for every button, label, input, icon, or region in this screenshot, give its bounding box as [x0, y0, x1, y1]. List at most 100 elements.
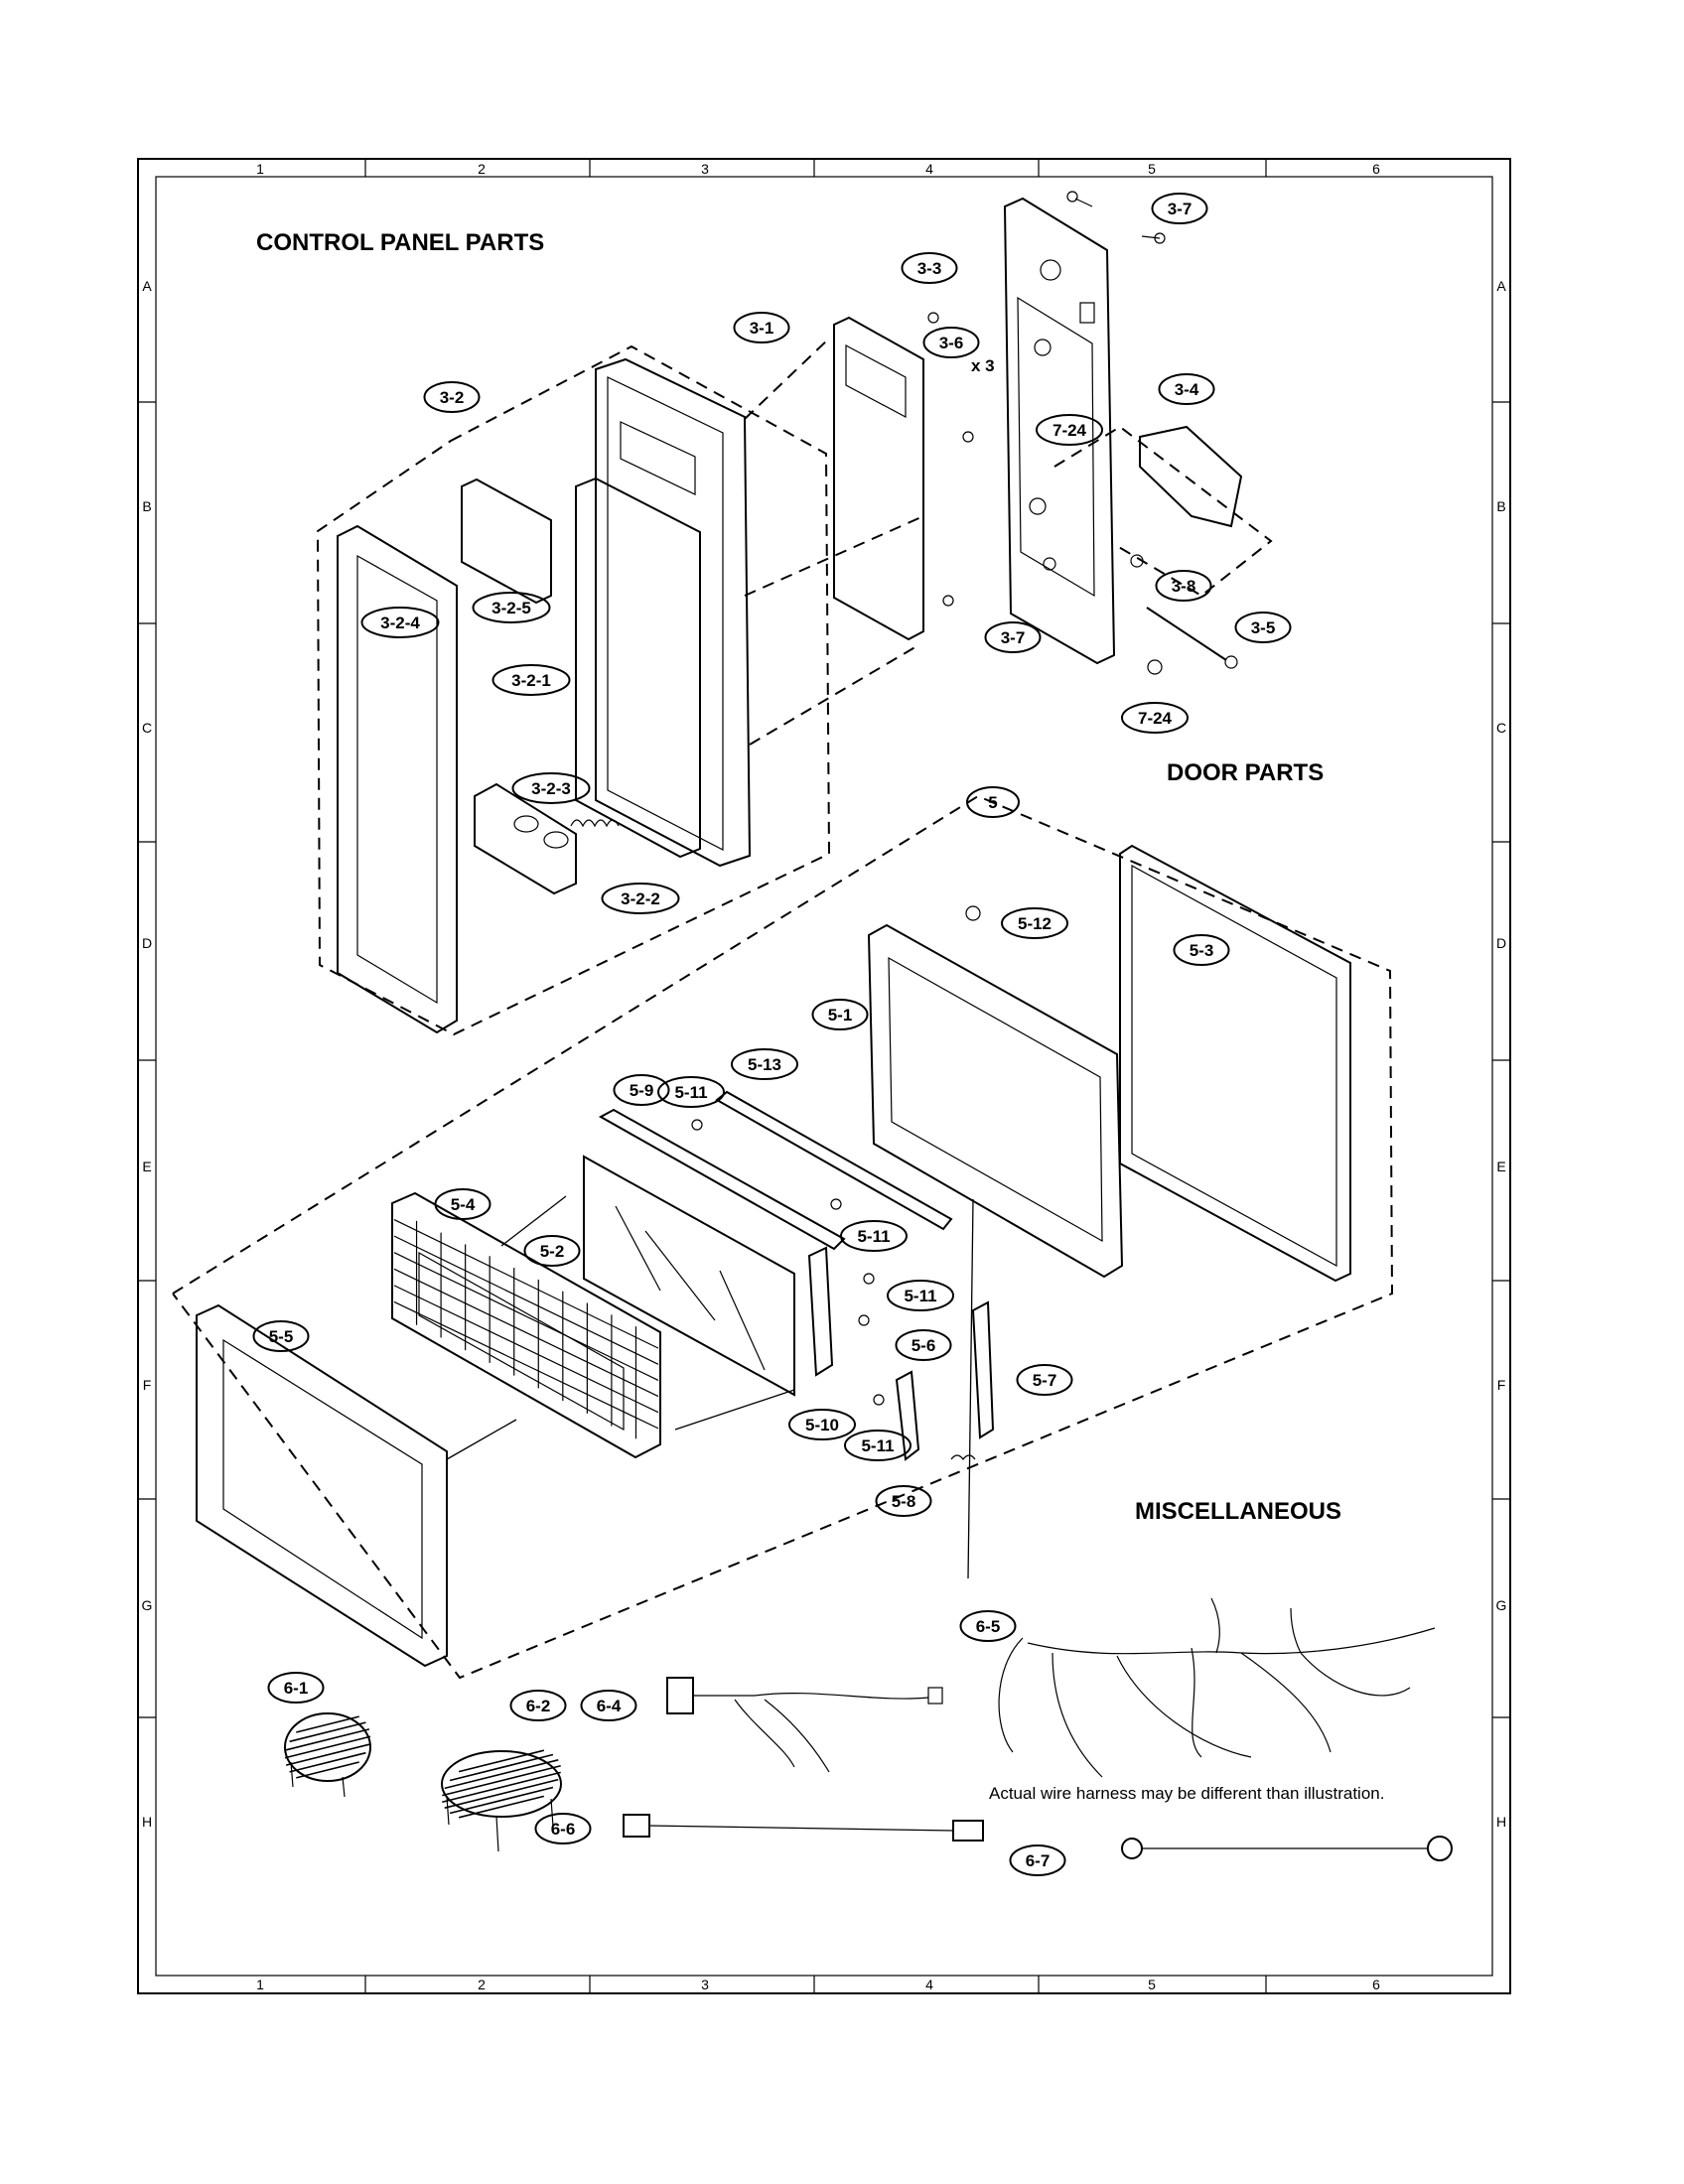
callout-3-8: 3-8	[1155, 570, 1212, 602]
callout-label-text: 3-3	[917, 259, 942, 278]
grid-row-label-right: C	[1496, 720, 1506, 736]
callout-5-11: 5-11	[840, 1220, 908, 1252]
callout-label-text: 5-3	[1190, 941, 1214, 960]
callout-label-text: 5-7	[1033, 1371, 1057, 1390]
callout-7-24: 7-24	[1121, 702, 1189, 734]
grid-col-label-bottom: 3	[701, 1977, 709, 1992]
grid-col-label-bottom: 6	[1372, 1977, 1380, 1992]
callout-label-text: 7-24	[1138, 709, 1173, 728]
screws-top	[1043, 191, 1166, 675]
callout-label-text: 6-6	[551, 1820, 576, 1839]
callout-5-5: 5-5	[252, 1320, 310, 1352]
grid-col-label-bottom: 5	[1148, 1977, 1156, 1992]
mounting-plate-3-3	[1003, 197, 1116, 665]
callout-5-1: 5-1	[811, 999, 869, 1030]
grid-col-label-top: 5	[1148, 161, 1156, 177]
callout-label-text: 3-7	[1168, 200, 1193, 218]
grid-col-label-top: 1	[256, 161, 264, 177]
grid-row-label-left: D	[142, 935, 152, 951]
rack-6-2	[441, 1749, 562, 1852]
callout-5-7: 5-7	[1016, 1364, 1073, 1396]
callout-label-text: 5-8	[892, 1492, 916, 1511]
quantity-note: x 3	[971, 356, 995, 375]
grid-col-label-top: 4	[925, 161, 933, 177]
title-miscellaneous: MISCELLANEOUS	[1135, 1498, 1341, 1525]
grid-row-label-right: A	[1496, 278, 1506, 294]
callout-5-9: 5-9	[613, 1074, 670, 1106]
hook-5-7	[971, 1300, 995, 1439]
grid-row-label-right: B	[1496, 498, 1505, 514]
grid-row-label-left: H	[142, 1814, 152, 1830]
callout-label-text: 5-11	[861, 1436, 894, 1455]
grid-col-label-bottom: 1	[256, 1977, 264, 1992]
callout-label-text: 3-2-4	[380, 614, 420, 632]
grid-row-label-left: F	[143, 1377, 152, 1393]
callout-6-6: 6-6	[534, 1813, 592, 1844]
callout-3-2-4: 3-2-4	[360, 607, 440, 638]
title-control-panel-parts: CONTROL PANEL PARTS	[256, 229, 544, 256]
callout-3-7: 3-7	[1151, 193, 1208, 224]
callout-label-text: 5-12	[1018, 914, 1052, 933]
grid-row-label-right: F	[1497, 1377, 1506, 1393]
callout-3-2: 3-2	[423, 381, 481, 413]
callout-6-5: 6-5	[959, 1610, 1017, 1642]
grid-row-label-right: E	[1496, 1159, 1505, 1174]
callout-label-text: 5-11	[674, 1083, 707, 1102]
callout-6-7: 6-7	[1009, 1844, 1066, 1876]
callout-label-text: 3-2-5	[491, 599, 531, 617]
callout-label-text: 5-13	[748, 1055, 781, 1074]
grid-col-label-top: 6	[1372, 161, 1380, 177]
callout-5-11: 5-11	[657, 1076, 725, 1108]
callout-6-4: 6-4	[580, 1690, 637, 1721]
callout-label-text: 3-4	[1175, 380, 1199, 399]
callout-5-2: 5-2	[523, 1235, 581, 1267]
latch-5-6	[895, 1370, 920, 1461]
callout-label-text: 3-2	[440, 388, 465, 407]
grid-col-label-top: 2	[478, 161, 486, 177]
callout-5-8: 5-8	[875, 1485, 932, 1517]
callout-3-7: 3-7	[984, 621, 1042, 653]
rack-6-1	[284, 1712, 371, 1798]
grid-col-label-top: 3	[701, 161, 709, 177]
drawing-frame	[137, 158, 1511, 1994]
callout-5-4: 5-4	[434, 1188, 491, 1220]
callout-label-text: 3-8	[1172, 577, 1196, 596]
grid-row-label-left: A	[142, 278, 152, 294]
callout-label-text: 5-1	[828, 1006, 853, 1024]
callout-label-text: 5	[988, 793, 997, 812]
callout-5-3: 5-3	[1173, 934, 1230, 966]
door-mesh-grid	[393, 1219, 659, 1439]
callout-3-2-2: 3-2-2	[601, 883, 680, 914]
title-door-parts: DOOR PARTS	[1167, 759, 1324, 786]
harness-note: Actual wire harness may be different tha…	[989, 1784, 1384, 1803]
callout-labels: 3-7 3-3 3-1 3-6 3-2 3-4 7-24 3-8 3-7 3-5 7-24 3-2-4…	[252, 193, 1292, 1876]
callout-3-3: 3-3	[901, 252, 958, 284]
callout-label-text: 5-11	[904, 1287, 936, 1305]
bracket-3-4	[1053, 425, 1273, 598]
grid-row-label-right: D	[1496, 935, 1506, 951]
control-panel-assembly	[316, 337, 924, 1036]
callout-5-13: 5-13	[731, 1048, 798, 1080]
callout-label-text: 3-1	[750, 319, 774, 338]
grid-col-label-bottom: 2	[478, 1977, 486, 1992]
callout-label-text: 5-4	[451, 1195, 476, 1214]
callout-3-4: 3-4	[1158, 373, 1215, 405]
callout-3-5: 3-5	[1234, 612, 1292, 643]
callout-label-text: 3-2-2	[621, 889, 660, 908]
callout-3-2-1: 3-2-1	[491, 664, 571, 696]
callout-6-1: 6-1	[267, 1672, 325, 1704]
callout-label-text: 3-5	[1251, 618, 1276, 637]
grid-row-label-left: B	[142, 498, 151, 514]
power-cord-6-6	[623, 1814, 984, 1842]
callout-3-6: 3-6	[922, 327, 980, 358]
callout-label-text: 3-2-1	[511, 671, 551, 690]
callout-label-text: 7-24	[1052, 421, 1087, 440]
harness-6-5	[998, 1597, 1436, 1778]
callout-5-12: 5-12	[1001, 907, 1068, 939]
callout-label-text: 3-7	[1001, 628, 1026, 647]
callout-label-text: 3-2-3	[531, 779, 571, 798]
grid-row-label-left: C	[142, 720, 152, 736]
control-board-3-1	[833, 312, 974, 641]
